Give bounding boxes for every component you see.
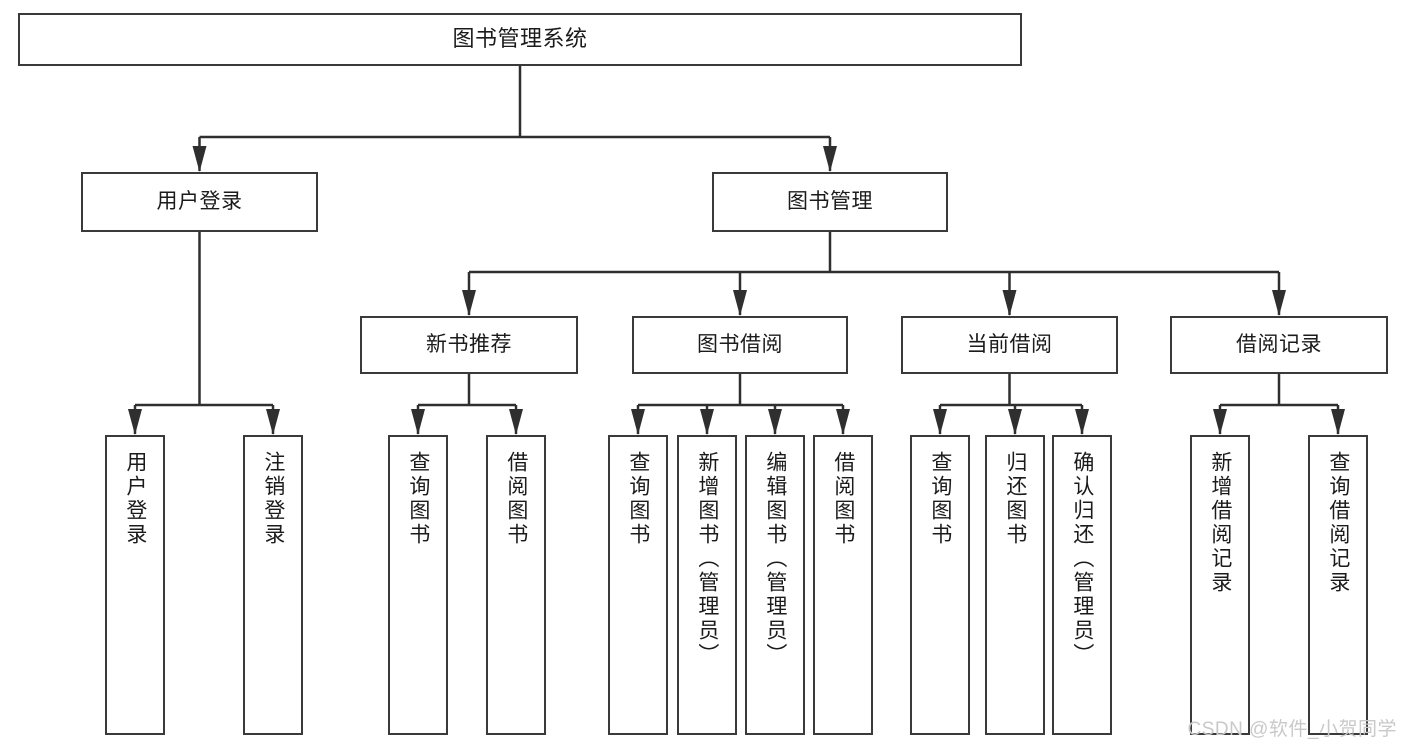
node-label: 查询图书 (928, 451, 952, 547)
node-leaf-query-book-2[interactable]: 查询图书 (608, 435, 668, 735)
node-label: 查询借阅记录 (1326, 451, 1350, 595)
node-root[interactable]: 图书管理系统 (18, 13, 1022, 66)
node-label: 图书管理系统 (452, 26, 588, 52)
node-leaf-query-book-3[interactable]: 查询图书 (910, 435, 970, 735)
node-leaf-borrow-book-1[interactable]: 借阅图书 (486, 435, 546, 735)
node-label: 新书推荐 (426, 333, 512, 357)
node-label: 确认归还（管理员） (1070, 451, 1094, 667)
node-label: 编辑图书（管理员） (763, 451, 787, 667)
node-leaf-add-record[interactable]: 新增借阅记录 (1190, 435, 1250, 735)
node-label: 新增借阅记录 (1208, 451, 1232, 595)
node-leaf-confirm-return[interactable]: 确认归还（管理员） (1052, 435, 1112, 735)
node-label: 注销登录 (261, 451, 285, 547)
node-leaf-query-book-1[interactable]: 查询图书 (388, 435, 448, 735)
node-label: 查询图书 (406, 451, 430, 547)
node-label: 借阅记录 (1236, 333, 1322, 357)
node-leaf-add-book[interactable]: 新增图书（管理员） (677, 435, 737, 735)
node-label: 新增图书（管理员） (695, 451, 719, 667)
node-borrow-record[interactable]: 借阅记录 (1170, 316, 1388, 374)
node-book-manage[interactable]: 图书管理 (712, 172, 948, 232)
node-label: 图书借阅 (697, 333, 783, 357)
node-leaf-logout[interactable]: 注销登录 (243, 435, 303, 735)
node-label: 用户登录 (123, 451, 147, 547)
node-label: 图书管理 (787, 190, 873, 214)
node-label: 借阅图书 (504, 451, 528, 547)
node-user-login[interactable]: 用户登录 (81, 172, 318, 232)
node-label: 借阅图书 (831, 451, 855, 547)
node-label: 用户登录 (156, 190, 243, 214)
node-leaf-borrow-book-2[interactable]: 借阅图书 (813, 435, 873, 735)
node-leaf-edit-book[interactable]: 编辑图书（管理员） (745, 435, 805, 735)
node-book-borrow[interactable]: 图书借阅 (632, 316, 848, 374)
node-new-book-rec[interactable]: 新书推荐 (360, 316, 578, 374)
node-leaf-query-record[interactable]: 查询借阅记录 (1308, 435, 1368, 735)
node-leaf-user-login[interactable]: 用户登录 (105, 435, 165, 735)
node-current-borrow[interactable]: 当前借阅 (901, 316, 1118, 374)
node-leaf-return-book[interactable]: 归还图书 (985, 435, 1045, 735)
node-label: 当前借阅 (966, 333, 1053, 357)
watermark-label: CSDN @软件_小贺同学 (1187, 719, 1397, 740)
node-label: 归还图书 (1003, 451, 1027, 547)
node-label: 查询图书 (626, 451, 650, 547)
